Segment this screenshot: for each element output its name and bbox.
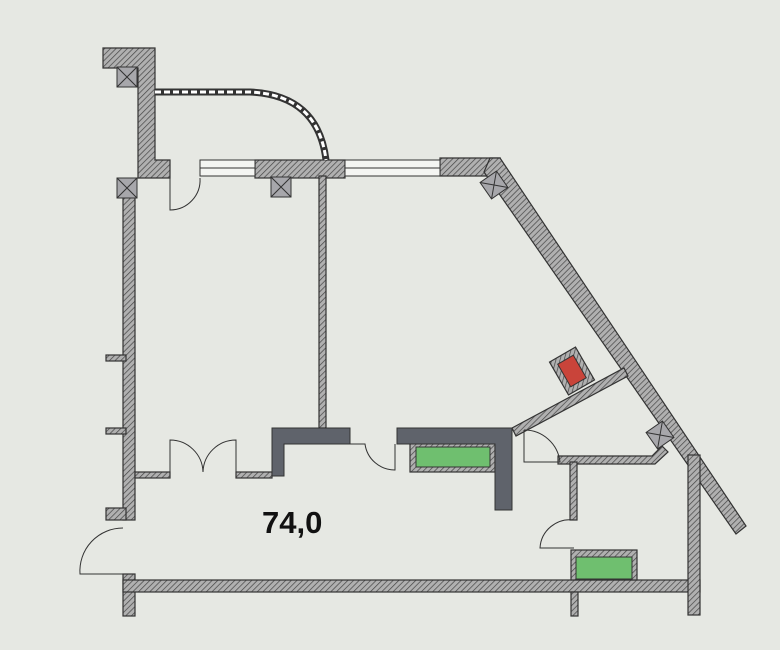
- wall-interior: [318, 175, 327, 429]
- wall-stub-5: [235, 471, 273, 479]
- boiler-fixture: [557, 354, 587, 388]
- wall-diagonal: [483, 157, 747, 535]
- shaft-icon: [116, 66, 138, 88]
- door-double[interactable]: [169, 439, 237, 473]
- area-label: 74,0: [262, 505, 323, 540]
- door-kitchen[interactable]: [350, 443, 396, 471]
- wall-internal-diagonal: [511, 367, 629, 437]
- shaft-icon: [116, 177, 138, 199]
- wall-left-stub-2: [105, 427, 127, 435]
- wall-internal: [557, 445, 669, 465]
- shaft-icon: [645, 420, 675, 450]
- bathroom-fixture: [575, 556, 633, 580]
- wall-right: [687, 454, 701, 616]
- wall-bottom: [122, 579, 701, 593]
- shaft-icon: [479, 170, 509, 200]
- door-balcony[interactable]: [169, 177, 201, 211]
- door-entrance[interactable]: [79, 527, 124, 575]
- shaft-icon: [270, 176, 292, 198]
- door-bathroom[interactable]: [539, 519, 575, 549]
- wall-internal-vertical: [569, 461, 578, 521]
- counter-left: [271, 427, 351, 477]
- wall-top-middle: [254, 159, 346, 179]
- wall-left-stub-3: [105, 507, 127, 521]
- wall-left-stub-1: [105, 354, 127, 362]
- balcony-railing: [155, 88, 330, 161]
- counter-kitchen: [396, 427, 513, 511]
- door-hall[interactable]: [523, 429, 561, 463]
- kitchen-fixture: [415, 446, 491, 468]
- wall-left-stub-4: [134, 471, 171, 479]
- wall-bottom-stub: [570, 591, 579, 617]
